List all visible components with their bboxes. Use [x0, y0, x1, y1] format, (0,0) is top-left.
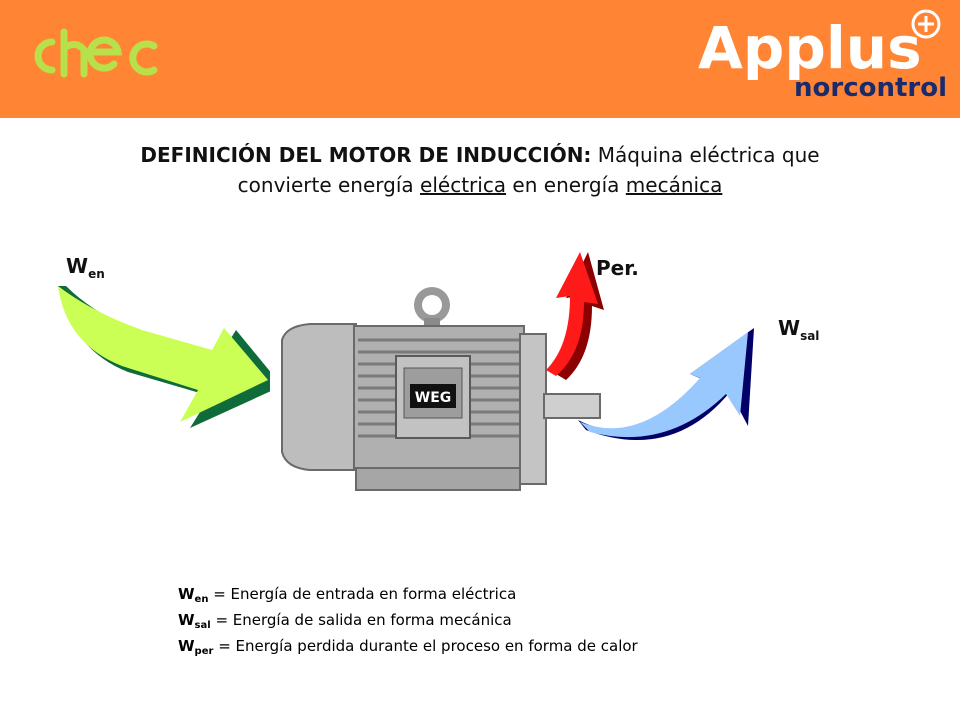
lifting-eye	[414, 287, 450, 332]
norcontrol-logo-text: norcontrol	[794, 73, 947, 103]
weg-brand-text: WEG	[415, 390, 452, 406]
loss-energy-arrow	[546, 252, 604, 380]
label-wsal: Wsal	[778, 316, 820, 343]
induction-motor: WEG	[270, 280, 610, 500]
legend-item-wsal: Wsal = Energía de salida en forma mecáni…	[178, 611, 512, 631]
chec-logo	[34, 28, 158, 78]
title-text-2: convierte energía	[237, 173, 421, 197]
weg-badge	[410, 384, 456, 408]
legend-item-wper: Wper = Energía perdida durante el proces…	[178, 637, 638, 657]
energy-legend: Wen = Energía de entrada en forma eléctr…	[178, 584, 638, 662]
label-wen: Wen	[66, 254, 105, 281]
legend-item-wen: Wen = Energía de entrada en forma eléctr…	[178, 585, 517, 605]
definition-title: DEFINICIÓN DEL MOTOR DE INDUCCIÓN: Máqui…	[0, 140, 960, 200]
header-bar: Applus norcontrol	[0, 0, 960, 118]
plus-circle-icon	[911, 9, 941, 39]
title-underline-mecanica: mecánica	[625, 173, 723, 197]
motor-shaft	[543, 393, 601, 419]
title-underline-electrica: eléctrica	[420, 173, 507, 197]
title-text-3: en energía	[506, 173, 626, 197]
title-bold: DEFINICIÓN DEL MOTOR DE INDUCCIÓN:	[140, 143, 592, 167]
applus-logo-text: Applus	[698, 14, 922, 82]
title-text-1: Máquina eléctrica que	[591, 143, 820, 167]
output-energy-arrow	[578, 328, 754, 441]
applus-norcontrol-logo: Applus norcontrol	[698, 9, 947, 103]
motor-energy-diagram: WEG	[58, 252, 754, 500]
label-per: Per.	[596, 256, 639, 280]
input-energy-arrow	[58, 286, 282, 428]
